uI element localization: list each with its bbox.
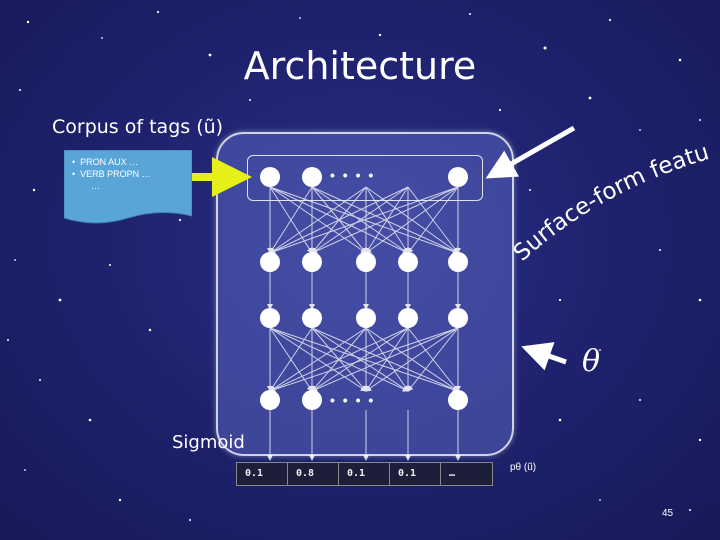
output-cell: … xyxy=(449,468,456,479)
sigmoid-label: Sigmoid xyxy=(172,432,245,453)
network-node xyxy=(260,308,280,328)
document-shape xyxy=(64,150,192,224)
pointer-arrow-upper xyxy=(485,125,576,179)
network-edge xyxy=(407,186,459,254)
output-probability-table: 0.1 0.8 0.1 0.1 … xyxy=(236,462,493,486)
output-cell: 0.1 xyxy=(390,463,441,485)
network-node xyxy=(398,308,418,328)
network-edge xyxy=(269,327,313,392)
theta-symbol: θ xyxy=(582,344,601,379)
network-node xyxy=(302,252,322,272)
output-cell: 0.1 xyxy=(339,463,390,485)
network-node xyxy=(356,308,376,328)
network-edge xyxy=(365,186,409,254)
network-node xyxy=(260,390,280,410)
page-number: 45 xyxy=(662,508,674,519)
network-edge xyxy=(269,327,409,392)
network-edge xyxy=(269,186,459,255)
network-node xyxy=(302,308,322,328)
network-node xyxy=(356,252,376,272)
network-edge xyxy=(311,327,409,392)
pointer-arrow-theta xyxy=(521,342,567,371)
network-edge xyxy=(365,186,459,254)
network-edge xyxy=(365,327,459,392)
document-text: • PRON AUX … • VERB PROPN … … xyxy=(72,156,151,192)
output-cell: 0.8 xyxy=(288,463,339,485)
network-edge xyxy=(311,186,409,254)
network-edge xyxy=(365,327,409,392)
network-node xyxy=(448,390,468,410)
network-edge xyxy=(311,186,459,254)
surface-form-feature-text: Surface-form feature xyxy=(0,0,712,266)
network-edge xyxy=(407,327,459,392)
input-ellipsis: • • • • xyxy=(330,167,376,183)
probability-label: pθ (ũ) xyxy=(510,462,537,473)
network-node xyxy=(260,167,280,187)
network-edge xyxy=(269,327,367,392)
output-ellipsis: • • • • xyxy=(330,392,376,408)
network-node xyxy=(448,308,468,328)
network-node xyxy=(398,252,418,272)
network-edge xyxy=(269,186,409,254)
doc-line: • PRON AUX … xyxy=(72,157,139,167)
network-edge xyxy=(311,327,459,392)
network-node xyxy=(448,167,468,187)
corpus-label: Corpus of tags (ũ) xyxy=(52,116,224,138)
network-node xyxy=(302,167,322,187)
network-node xyxy=(302,390,322,410)
output-cell: 0.1 xyxy=(237,463,288,485)
network-edge xyxy=(269,327,459,393)
network-node xyxy=(448,252,468,272)
network-edge xyxy=(269,186,313,254)
network-edge xyxy=(269,186,367,254)
doc-line: • VERB PROPN … xyxy=(72,169,151,179)
network-node xyxy=(260,252,280,272)
slide-title: Architecture xyxy=(243,44,477,88)
doc-line: … xyxy=(91,181,100,191)
